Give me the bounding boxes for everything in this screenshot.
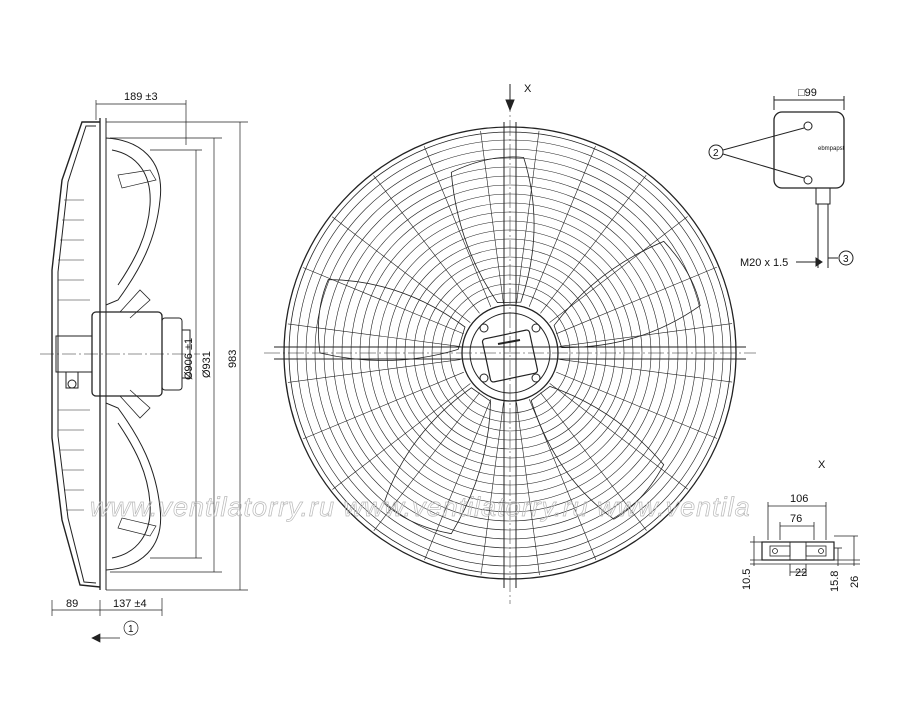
dim-height-b: 15.8 (829, 571, 841, 592)
guard-spoke (302, 267, 464, 335)
dim-diameter-outer: Ø931 (201, 351, 213, 378)
callout-gland: 3 (843, 254, 849, 265)
detail-x-title: X (818, 459, 826, 471)
dim-height-c: 26 (849, 576, 861, 588)
guard-spoke (331, 216, 471, 323)
guard-spoke (373, 175, 480, 314)
guard-spoke (528, 145, 596, 307)
fan-blade (553, 240, 701, 348)
dim-bottom-depth: 137 ±4 (113, 598, 147, 610)
guard-spoke (556, 371, 718, 439)
dim-width-inner: 76 (790, 513, 802, 525)
dim-diameter-inner: Ø906 ±1 (183, 338, 195, 380)
side-view (40, 118, 200, 590)
guard-spoke (559, 359, 733, 383)
dim-left-offset: 89 (66, 598, 78, 610)
guard-spoke (559, 323, 733, 347)
guard-spoke (540, 392, 647, 531)
guard-spoke (516, 130, 540, 304)
callout-screws: 2 (713, 148, 719, 159)
front-view (264, 84, 756, 604)
guard-spoke (287, 359, 461, 383)
guard-spoke (556, 266, 717, 335)
guard-spoke (549, 216, 688, 323)
dim-depth-total: 189 ±3 (124, 91, 158, 103)
guard-spoke (303, 371, 464, 440)
dim-width-outer: 106 (790, 493, 808, 505)
side-view-dimensions (51, 100, 248, 643)
guard-spoke (540, 174, 647, 314)
watermark: www.ventilatorry.ru www.ventilatorry.ru … (90, 492, 751, 522)
section-marker: X (524, 83, 532, 95)
guard-spokes (287, 130, 733, 576)
label-brand: ebmpapst (818, 146, 845, 152)
callout-airflow: 1 (128, 624, 134, 635)
dim-thread: M20 x 1.5 (740, 257, 788, 269)
guard-spoke (424, 399, 492, 561)
dim-slot: 22 (795, 567, 807, 579)
fan-blade (383, 387, 491, 535)
fan-blade (318, 279, 466, 361)
guard-spoke (480, 130, 504, 304)
guard-spoke (332, 383, 471, 490)
fan-blades (318, 156, 701, 535)
fan-blade (530, 385, 665, 520)
terminal-box (708, 96, 854, 268)
guard-spoke (423, 146, 492, 307)
guard-spoke (287, 323, 461, 347)
detail-x (750, 502, 860, 576)
guard-spoke (480, 402, 504, 576)
guard-spoke (549, 383, 689, 490)
fan-blade (450, 156, 535, 303)
dim-square: □99 (798, 87, 817, 99)
dim-overall-height: 983 (227, 350, 239, 368)
guard-spoke (373, 392, 480, 532)
guard-spoke (516, 402, 540, 576)
guard-fins (58, 199, 90, 511)
dim-height-a: 10.5 (741, 569, 753, 590)
